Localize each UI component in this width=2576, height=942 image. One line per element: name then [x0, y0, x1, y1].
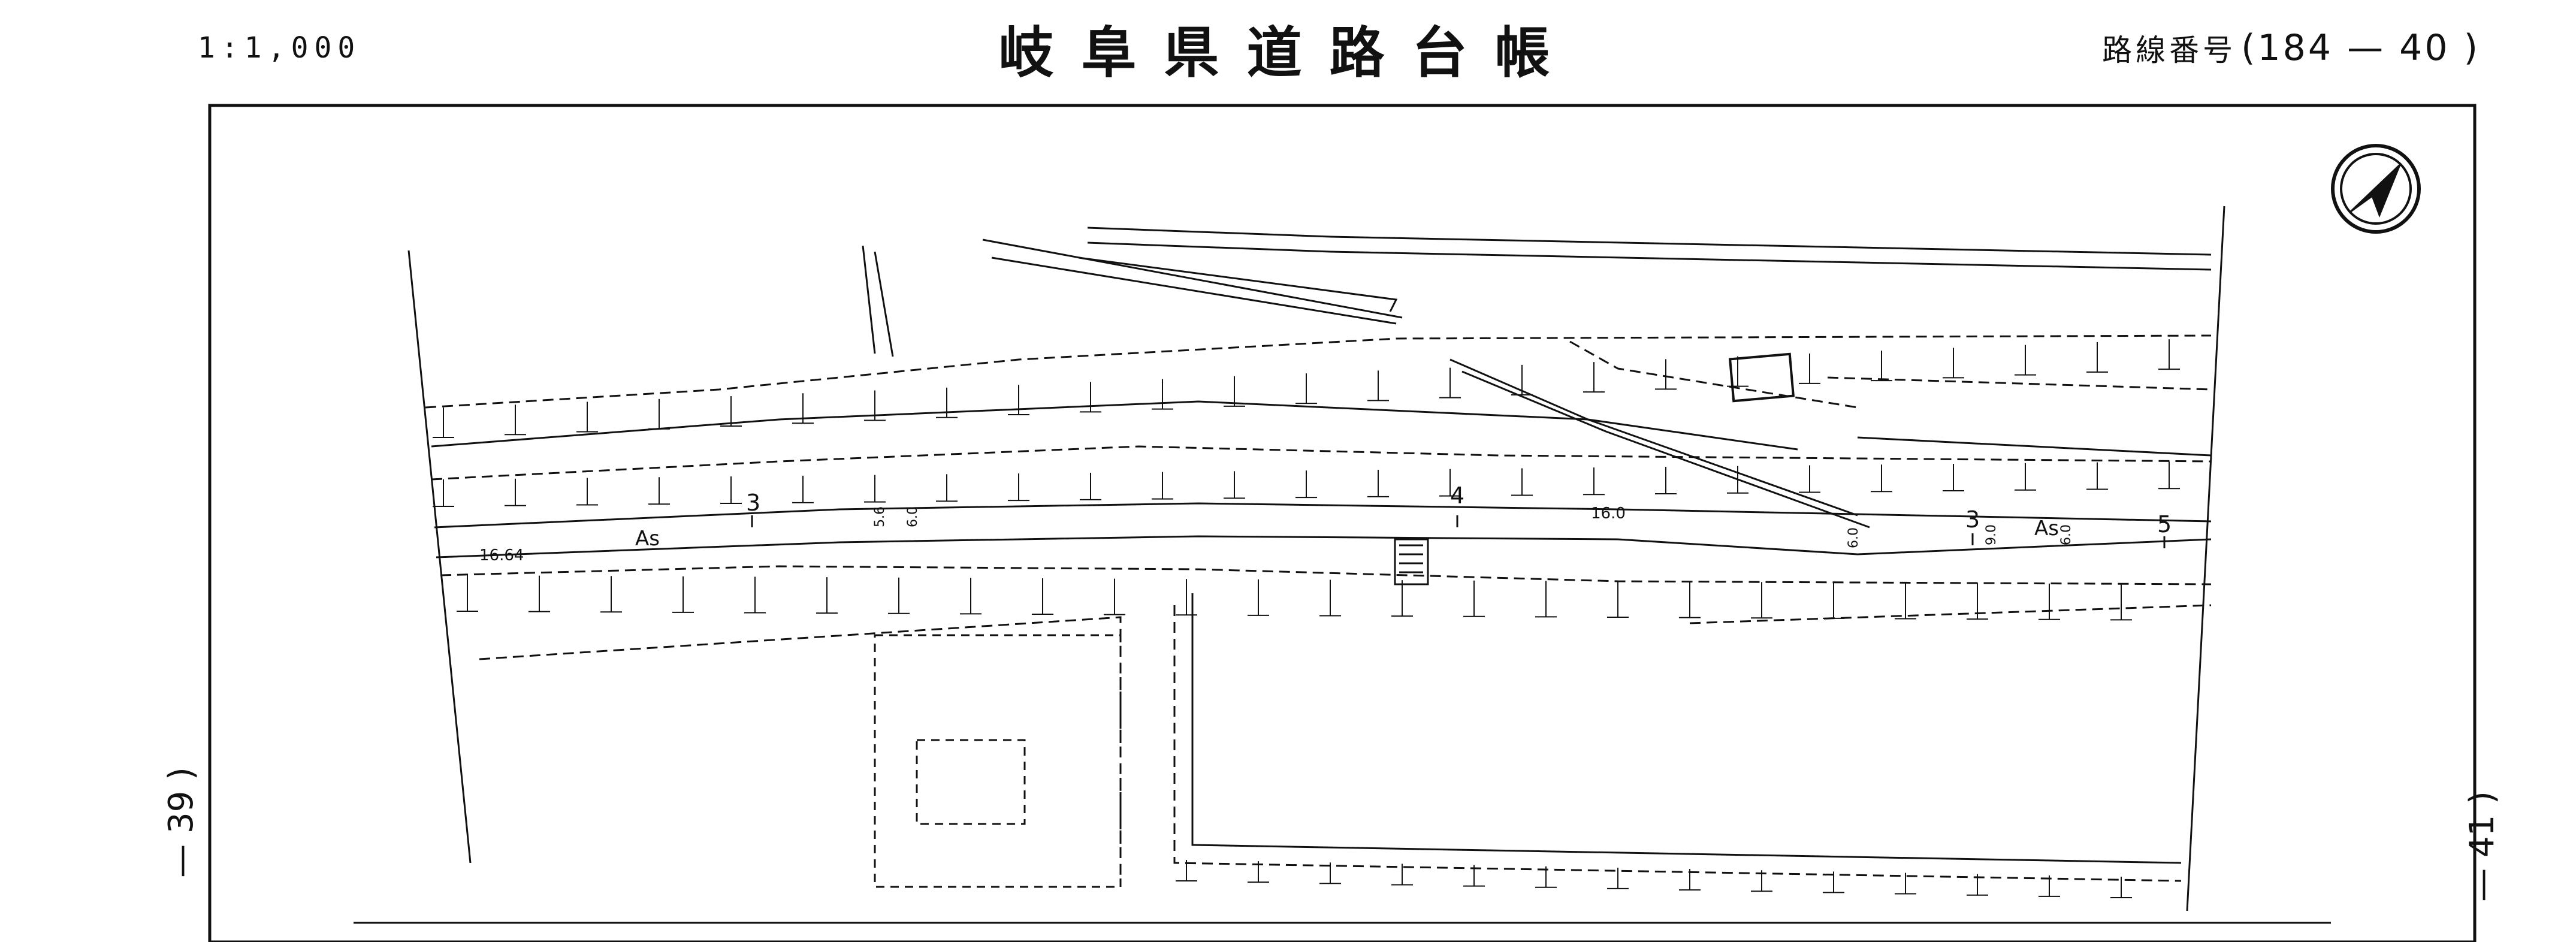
- main-road-center-1: [434, 502, 2212, 529]
- route-number-value: (184 — 40 ): [2241, 27, 2480, 69]
- junction-branch-1: [1449, 358, 1858, 517]
- road-edge-top-5: [874, 251, 894, 357]
- boundary-right: [2186, 206, 2225, 911]
- junction-branch-3: [1569, 340, 1858, 409]
- elevation-label: 16.64: [479, 547, 524, 564]
- south-east-dashed: [1689, 604, 2212, 624]
- surface-label-2: As: [2034, 517, 2059, 541]
- map-title: 岐阜県道路台帳: [998, 20, 1578, 85]
- station-label-3: 3: [746, 490, 760, 516]
- width-label-9-0: 9.0: [1984, 524, 1999, 545]
- main-road-south-dashed: [431, 445, 2212, 481]
- main-road-north-dashed: [425, 334, 2212, 409]
- junction-branch-5: [1857, 436, 2212, 457]
- width-label-16: 16.0: [1591, 505, 1626, 523]
- road-edge-top-2: [1087, 241, 2212, 271]
- road-edge-ticks: [433, 339, 2180, 899]
- map-frame: [208, 104, 2477, 942]
- width-label-5-6: 5.6: [872, 506, 887, 527]
- south-lot: [1191, 593, 2182, 864]
- south-area-block: [874, 634, 1122, 888]
- width-label-6-0b: 6.0: [1846, 527, 1861, 548]
- main-road-south-edge: [440, 565, 2212, 585]
- road-edge-top-4: [862, 245, 876, 354]
- road-edge-top-6: [982, 238, 1403, 319]
- route-number-block: 路線番号 (184 — 40 ): [2102, 0, 2480, 96]
- scale-label: 1:1,000: [198, 31, 361, 65]
- station-label-5: 5: [2157, 511, 2172, 538]
- surface-label-1: As: [635, 527, 660, 551]
- crosswalk: [1394, 538, 1429, 585]
- junction-branch-2: [1461, 370, 1870, 529]
- station-label-3b: 3: [1965, 506, 1980, 533]
- road-edge-top-3: [1078, 256, 1398, 312]
- north-arrow-icon: [2331, 144, 2421, 234]
- building: [1728, 352, 1795, 403]
- width-label-6-0c: 6.0: [2059, 524, 2074, 545]
- station-markers: [751, 515, 2166, 548]
- width-label-6-0a: 6.0: [905, 506, 920, 527]
- south-area-inner: [916, 739, 1026, 825]
- road-edge-top-1: [1087, 227, 2212, 256]
- main-road-center-2: [436, 535, 2212, 558]
- south-lot-dashed: [1173, 605, 2182, 882]
- road-edge-top-7: [991, 256, 1397, 325]
- junction-branch-4: [1827, 376, 2212, 391]
- route-number-label: 路線番号: [2102, 33, 2237, 68]
